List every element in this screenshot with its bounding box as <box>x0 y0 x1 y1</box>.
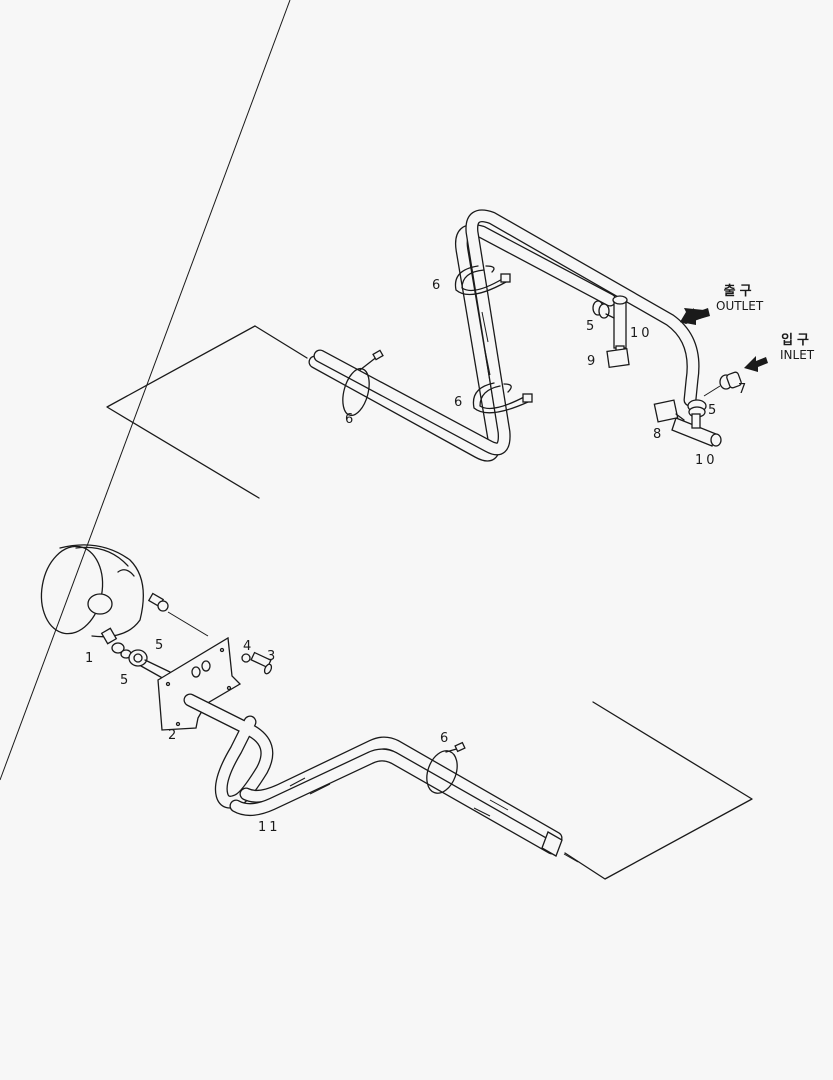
bolt-3-icon <box>250 651 273 675</box>
pipe-end <box>541 831 563 857</box>
callout-1: 1 <box>85 651 94 666</box>
tee-fitting-10-lower <box>671 413 722 447</box>
callout-6-upper-low: 6 <box>454 395 463 410</box>
fitting-5-lower <box>128 649 171 681</box>
upper-assembly <box>106 209 768 499</box>
gauge-icon <box>40 544 209 659</box>
inlet-label: 입구 INLET <box>780 333 815 363</box>
sensor-block-8 <box>653 399 685 423</box>
outlet-label-korean: 출구 <box>723 284 756 299</box>
pipe-texture-lower <box>0 0 509 817</box>
sensor-block-9 <box>606 345 630 369</box>
callout-4: 4 <box>243 639 252 654</box>
upper-frame-line <box>106 325 260 499</box>
callout-10-upper: 10 <box>630 326 653 341</box>
callout-5-upper: 5 <box>586 319 595 334</box>
outlet-arrow-icon-shape <box>680 308 710 325</box>
callout-6-upper-left: 6 <box>345 412 354 427</box>
callout-11: 11 <box>258 820 281 835</box>
callout-10-lower: 10 <box>695 453 718 468</box>
clamp-icon-upper-low <box>472 382 533 414</box>
callout-2: 2 <box>168 728 177 743</box>
outlet-label-english: OUTLET <box>716 298 764 313</box>
lower-frame-line <box>564 701 753 880</box>
leader-line-end <box>563 853 579 863</box>
callout-6-upper-mid: 6 <box>432 278 441 293</box>
callout-5-lower-top: 5 <box>155 638 164 653</box>
washer-4-icon <box>241 653 251 663</box>
lower-assembly <box>0 0 753 880</box>
fitting-5-upper <box>592 300 610 319</box>
callout-8: 8 <box>653 427 662 442</box>
clamp-icon-upper-left <box>342 349 384 417</box>
callout-7: 7 <box>738 382 747 397</box>
callout-5-lower-bottom: 5 <box>120 673 129 688</box>
clamp-icon-lower <box>426 741 466 794</box>
inlet-label-english: INLET <box>780 347 815 362</box>
callout-9: 9 <box>587 354 596 369</box>
inlet-arrow-icon <box>744 356 768 372</box>
outlet-label: 출구 OUTLET <box>716 284 764 314</box>
callout-6-lower: 6 <box>440 731 449 746</box>
clamp-icon-upper-mid <box>454 265 511 296</box>
tee-fitting-10-upper <box>605 295 628 349</box>
callout-3: 3 <box>267 649 276 664</box>
pipe-texture <box>481 311 491 376</box>
callout-5-lower-right: 5 <box>708 403 717 418</box>
connector-7 <box>703 371 742 397</box>
upper-frame-leader <box>254 325 308 359</box>
inlet-label-korean: 입구 <box>781 333 814 348</box>
